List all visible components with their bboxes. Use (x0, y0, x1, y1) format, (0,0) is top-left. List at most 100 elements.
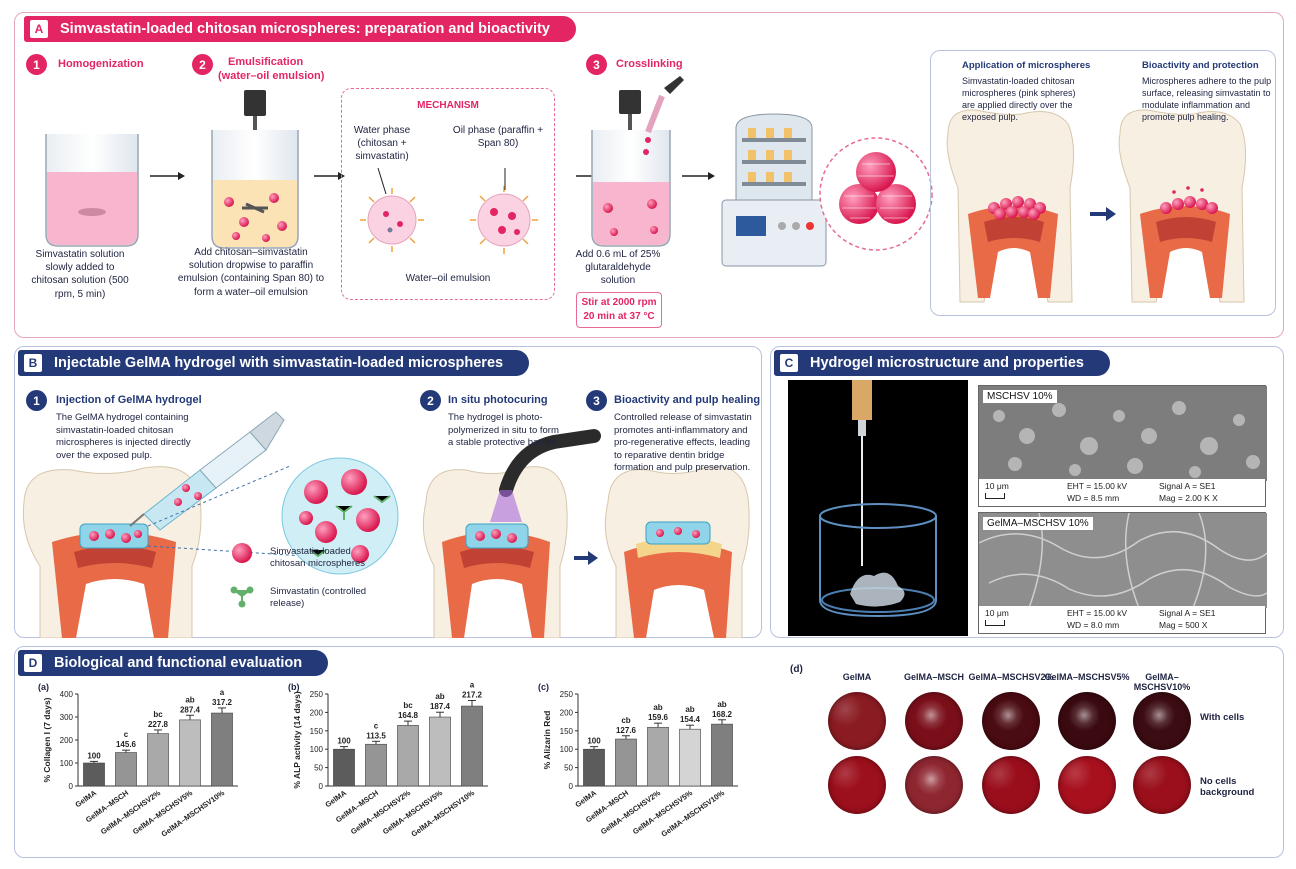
stir-duration: 20 min at 37 °C (583, 311, 655, 322)
stir-conditions-box: Stir at 2000 rpm 20 min at 37 °C (576, 292, 662, 328)
application-title: Application of microspheres (962, 60, 1091, 71)
step-a3-description: Add 0.6 mL of 25% glutaraldehyde solutio… (575, 249, 661, 287)
panel-d-title: Biological and functional evaluation (54, 655, 303, 671)
step-a1-description: Simvastatin solution slowly added to chi… (31, 249, 129, 300)
bar (397, 725, 419, 787)
panel-c-title: Hydrogel microstructure and properties (810, 355, 1084, 371)
step-b3-number: 3 (586, 390, 607, 411)
sem-wd: WD = 8.0 mm (1067, 620, 1120, 630)
well-column-label: GelMA (842, 672, 872, 682)
category-label: GelMA (574, 788, 599, 809)
panel-b (14, 346, 762, 638)
value-label: 100 (87, 751, 101, 760)
significance-label: ab (685, 705, 694, 714)
chart-panel-label: (b) (288, 682, 300, 692)
scale-bar-label: 10 μm (985, 481, 1009, 491)
molecule-legend-icon (230, 586, 254, 608)
microsphere-legend-icon (232, 543, 252, 563)
y-tick-label: 100 (560, 745, 574, 754)
bar (211, 712, 233, 787)
sem-wd: WD = 8.5 mm (1067, 493, 1120, 503)
value-label: 127.6 (616, 726, 637, 735)
significance-label: ab (435, 692, 444, 701)
well (1133, 692, 1191, 750)
application-box (930, 50, 1276, 316)
row-label-no-cells: No cells background (1200, 776, 1255, 799)
arrow-right-icon (1106, 207, 1116, 221)
beaker-emulsification-icon (211, 90, 299, 249)
value-label: 159.6 (648, 713, 669, 722)
well (905, 692, 963, 750)
y-tick-label: 200 (60, 736, 74, 745)
freeze-dryer-icon (721, 113, 827, 267)
well-column-label: GelMA–MSCHSV10% (1133, 672, 1191, 693)
beaker-crosslinking-icon (591, 76, 684, 247)
chart-panel-label: (c) (538, 682, 549, 692)
sem-info-bar: 10 μm EHT = 15.00 kV WD = 8.5 mm Signal … (979, 479, 1265, 506)
panel-a-banner: A Simvastatin-loaded chitosan microspher… (24, 16, 576, 42)
value-label: 187.4 (430, 702, 451, 711)
sem-eht: EHT = 15.00 kV (1067, 481, 1128, 491)
panel-d-letter: D (24, 654, 42, 672)
step-a3-title: Crosslinking (616, 58, 683, 70)
well (905, 756, 963, 814)
legend-microspheres-label: Simvastatin-loaded chitosan microspheres (270, 546, 366, 569)
step-b1-description: The GelMA hydrogel containing simvastati… (56, 412, 191, 461)
panel-d-banner: D Biological and functional evaluation (18, 650, 329, 676)
bar (147, 733, 169, 787)
step-b1-number: 1 (26, 390, 47, 411)
injection-photo (788, 380, 968, 636)
bar (583, 748, 605, 787)
sem-signal: Signal A = SE1 (1159, 608, 1216, 618)
panel-b-illustration (22, 411, 750, 638)
y-tick-label: 200 (560, 708, 574, 717)
well-column-label: GelMA–MSCHSV2% (968, 672, 1054, 682)
sem-label-mschsv: MSCHSV 10% (983, 390, 1057, 403)
tooth-application-icon (946, 109, 1075, 303)
microspheres-icon (819, 137, 933, 251)
syringe-icon (129, 411, 285, 531)
y-tick-label: 100 (310, 745, 324, 754)
step-a2-number: 2 (192, 54, 213, 75)
sem-image-gelma-mschsv: GelMA–MSCHSV 10% 10 μm EHT = 15.00 kV WD… (978, 512, 1267, 634)
significance-label: a (220, 688, 225, 697)
well (982, 692, 1040, 750)
category-label: GelMA (74, 788, 99, 809)
significance-label: bc (403, 701, 413, 710)
y-axis-label: % ALP activity (14 days) (292, 691, 302, 788)
row-label-with-cells: With cells (1200, 712, 1245, 723)
bioactivity-description: Microspheres adhere to the pulp surface,… (1142, 76, 1272, 122)
bioactivity-title: Bioactivity and protection (1142, 60, 1259, 71)
significance-label: ab (653, 703, 662, 712)
arrow-right-icon (588, 551, 598, 565)
sem-mag: Mag = 500 X (1159, 620, 1208, 630)
bar (615, 738, 637, 787)
panel-b-title: Injectable GelMA hydrogel with simvastat… (54, 355, 504, 371)
y-tick-label: 250 (560, 690, 574, 699)
y-axis-label: % Alizarin Red (542, 711, 552, 770)
step-b2-title: In situ photocuring (448, 394, 548, 406)
bar (461, 705, 483, 787)
value-label: 227.8 (148, 720, 169, 729)
bar (83, 762, 105, 787)
bar (333, 748, 355, 787)
y-tick-label: 150 (310, 727, 324, 736)
y-tick-label: 250 (310, 690, 324, 699)
step-b1-title: Injection of GelMA hydrogel (56, 394, 202, 406)
oil-phase-label: Oil phase (paraffin + Span 80) (452, 125, 544, 150)
panel-a (14, 12, 1284, 338)
y-tick-label: 100 (60, 759, 74, 768)
step-b3-title: Bioactivity and pulp healing (614, 394, 761, 406)
step-a2-description: Add chitosan–simvastatin solution dropwi… (177, 247, 325, 298)
scale-bar (985, 493, 1005, 499)
y-tick-label: 0 (319, 782, 324, 791)
value-label: 317.2 (212, 698, 233, 707)
category-label: GelMA (324, 788, 349, 809)
y-tick-label: 400 (60, 690, 74, 699)
significance-label: ab (185, 695, 194, 704)
chart-panel-label: (a) (38, 682, 49, 692)
sem-label-gelma-mschsv: GelMA–MSCHSV 10% (983, 517, 1093, 530)
mechanism-caption: Water–oil emulsion (405, 273, 491, 284)
value-label: 164.8 (398, 711, 419, 720)
